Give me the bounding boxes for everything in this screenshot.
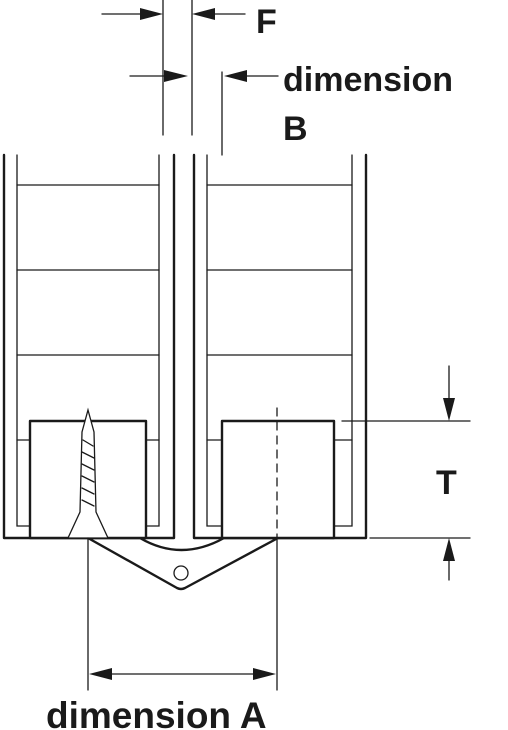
- label-t: T: [436, 464, 457, 502]
- label-f: F: [256, 3, 277, 41]
- dimension-f: [101, 0, 246, 136]
- connector-plate: [86, 536, 280, 591]
- label-dimension-b-line2: B: [283, 110, 308, 148]
- dimension-b: [129, 70, 279, 156]
- label-dimension-a: dimension A: [46, 695, 267, 730]
- dimension-a: [87, 537, 278, 691]
- connector-hole: [173, 565, 189, 581]
- right-block: [220, 419, 336, 540]
- label-dimension-b-line1: dimension: [283, 61, 453, 99]
- dimension-t: [341, 365, 471, 581]
- left-block: [28, 407, 148, 540]
